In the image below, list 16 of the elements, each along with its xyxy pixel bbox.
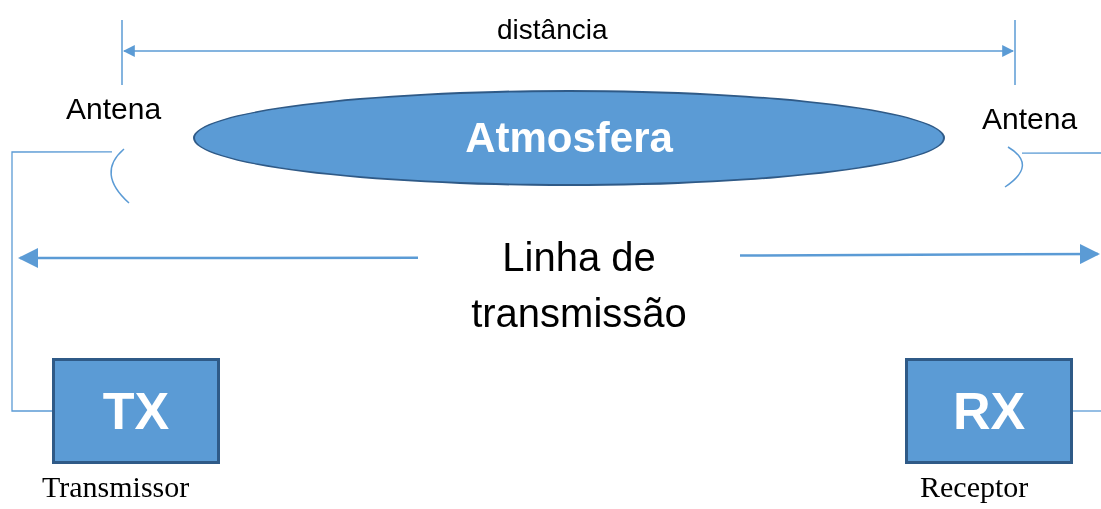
line-label: Linha de transmissão xyxy=(470,234,688,337)
transmitter-box: TX xyxy=(52,358,220,464)
distance-label: distância xyxy=(497,16,608,44)
node-caption: Receptor xyxy=(920,472,1029,502)
node-caption: Antena xyxy=(982,104,1078,134)
arrow xyxy=(18,248,418,268)
node-caption: Transmissor xyxy=(42,472,190,502)
connector-line xyxy=(1072,410,1101,412)
antenna-arc xyxy=(112,148,130,204)
antenna-arc xyxy=(1004,146,1022,188)
arrow xyxy=(740,244,1100,265)
connector-line xyxy=(1021,152,1101,154)
connector-line xyxy=(11,151,113,412)
receiver-box: RX xyxy=(905,358,1073,464)
node-caption: Antena xyxy=(66,94,162,124)
atmosphere-ellipse: Atmosfera xyxy=(193,90,945,186)
